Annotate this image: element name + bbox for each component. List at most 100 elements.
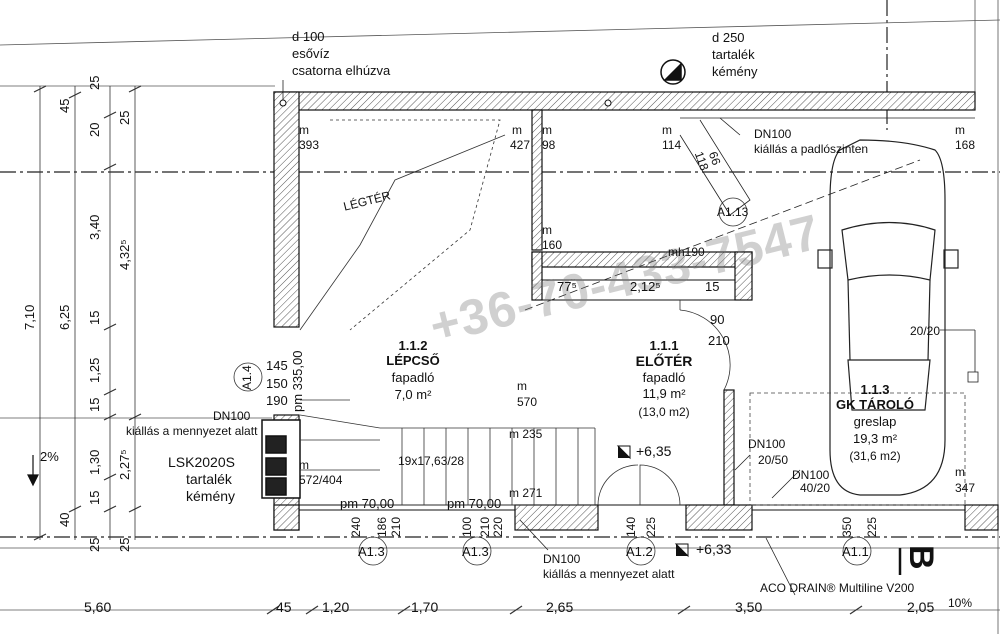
dn100-left: DN100 (213, 409, 251, 423)
doors (597, 300, 731, 506)
marker-a113: A1.13 (717, 205, 749, 219)
left-dim: 7,10 (22, 304, 37, 330)
room-113-area: 19,3 m² (852, 431, 898, 446)
dim-label: 190 (266, 393, 288, 408)
height-value: 572/404 (299, 473, 343, 487)
dim-label: 225 (644, 516, 658, 537)
dim-label: pm 70,00 (340, 496, 395, 511)
room-113-name: GK TÁROLÓ (836, 397, 914, 412)
height-value: 347 (955, 481, 976, 495)
aco-drain-label: ACO DRAIN® Multiline V200 (760, 581, 915, 595)
dim-label: 210 (478, 516, 492, 537)
dim-label: 100 (460, 516, 474, 537)
dn100-right: DN100 (792, 468, 830, 482)
left-dim: 20 (87, 122, 102, 137)
height-m: m (299, 458, 309, 472)
dn100-mid: DN100 (748, 437, 786, 451)
bottom-dim: 2,05 (907, 599, 935, 615)
marker-a13: A1.3 (358, 544, 385, 559)
section-b-label: B (902, 545, 940, 570)
car (817, 139, 959, 496)
height-value: 393 (299, 138, 320, 152)
left-dim: 25 (117, 537, 132, 552)
lsk-label: LSK2020S (168, 454, 235, 470)
height-value: mh190 (668, 245, 705, 259)
left-dim: 45 (57, 98, 72, 113)
d100-label-3: csatorna elhúzva (292, 63, 391, 78)
room-112-code: 1.1.2 (398, 338, 428, 353)
left-dim: 1,30 (87, 449, 102, 475)
height-m: m (542, 223, 552, 237)
height-m: m (662, 123, 672, 137)
left-dimension-ticks (33, 85, 142, 541)
height-m: m (955, 123, 965, 137)
left-dim: 40 (57, 512, 72, 527)
height-value: 114 (662, 138, 682, 152)
dim-label: 240 (349, 516, 363, 537)
d250-label-3: kémény (712, 64, 758, 79)
dim-label: 140 (624, 516, 638, 537)
stair-spec: 19x17,63/28 (398, 454, 465, 468)
dn100-top-2: kiállás a padlószinten (754, 142, 869, 156)
height-value: m 235 (509, 427, 543, 441)
marker-a14: A1.4 (240, 365, 254, 390)
bottom-dim: 1,70 (411, 599, 439, 615)
height-value: 570 (517, 395, 538, 409)
chimney-symbol (660, 59, 686, 85)
level-1: +6,35 (636, 443, 672, 459)
dim-label: 220 (491, 516, 505, 537)
d250-label: d 250 (712, 30, 745, 45)
height-m: m (299, 123, 309, 137)
bottom-dim: 3,50 (735, 599, 763, 615)
dim-label: 186 (375, 516, 389, 537)
walls (273, 91, 999, 531)
marker-a11: A1.1 (842, 544, 869, 559)
bottom-dim: 45 (276, 599, 292, 615)
left-dim: 3,40 (87, 214, 102, 240)
d100-label-2: esővíz (292, 46, 330, 61)
room-113-code: 1.1.3 (860, 382, 890, 397)
chimney (261, 419, 301, 499)
dn100-top: DN100 (754, 127, 792, 141)
dim-label: 210 (389, 516, 403, 537)
dim-label: 350 (840, 516, 854, 537)
height-m: m (517, 379, 527, 393)
marker-a13: A1.3 (462, 544, 489, 559)
bottom-dimension-ticks (266, 605, 863, 615)
d100-label: d 100 (292, 29, 325, 44)
dim-label: 90 (710, 312, 725, 327)
left-dim: 25 (117, 110, 132, 125)
height-value: 427 (510, 138, 531, 152)
dim-label: 150 (266, 376, 288, 391)
room-111-code: 1.1.1 (649, 338, 679, 353)
stair (299, 119, 596, 506)
left-dimension-lines (39, 86, 136, 540)
dim-label: 145 (266, 358, 288, 373)
left-dim: 4,32⁵ (117, 239, 132, 270)
room-111-area-gross: (13,0 m2) (638, 405, 690, 419)
dn100-bottom-2: kiállás a mennyezet alatt (543, 567, 675, 581)
height-m: m (955, 465, 965, 479)
dim-label: 20/20 (910, 324, 941, 338)
dn100-left-2: kiállás a mennyezet alatt (126, 424, 258, 438)
marker-a12: A1.2 (626, 544, 653, 559)
dim-label: pm 335,00 (290, 350, 305, 412)
height-value: 168 (955, 138, 976, 152)
section-circles (233, 197, 872, 566)
bottom-dim: 1,20 (322, 599, 350, 615)
height-m: m (512, 123, 522, 137)
height-m: m (542, 123, 552, 137)
lsk-label-2: tartalék (186, 471, 232, 487)
room-112-floor: fapadló (391, 370, 435, 385)
dim-label: 2,12⁵ (630, 279, 661, 294)
dim-label: 210 (708, 333, 730, 348)
left-dim: 15 (87, 490, 102, 505)
left-dim: 25 (87, 537, 102, 552)
bottom-dim: 2,65 (546, 599, 574, 615)
dim-40-20: 40/20 (800, 481, 831, 495)
room-111-floor: fapadló (642, 370, 686, 385)
dim-label: pm 70,00 (447, 496, 502, 511)
slope-right: 10% (948, 596, 973, 610)
left-dim: 1,25 (87, 357, 102, 383)
